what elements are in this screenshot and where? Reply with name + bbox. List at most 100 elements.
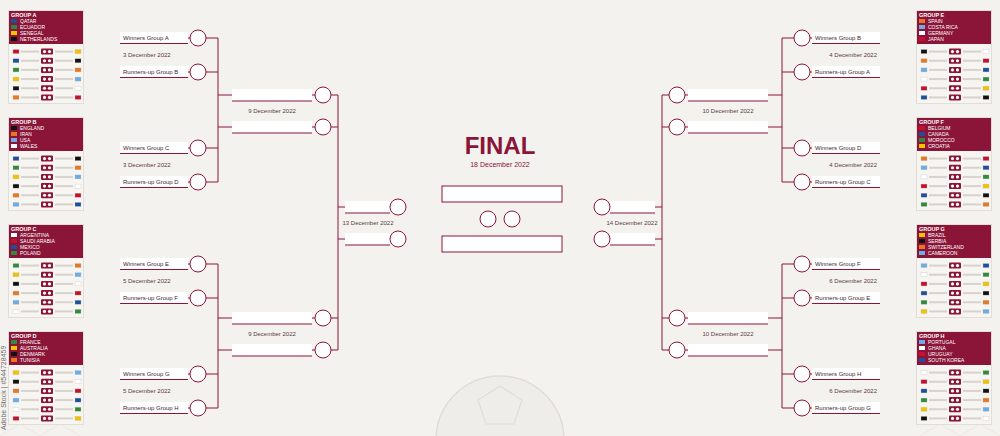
bracket-line: [232, 101, 312, 102]
team-row: BRAZIL: [919, 232, 989, 238]
slot-text: Runners-up Group E: [815, 295, 870, 301]
group-table: GROUP FBELGIUMCANADAMOROCCOCROATIA: [916, 117, 992, 211]
slot-text: Winners Group H: [815, 371, 861, 377]
fixture-bar: [929, 274, 947, 276]
score-dot: [956, 166, 959, 169]
fixture-flag: [983, 59, 989, 63]
score-circle: [190, 174, 206, 190]
team-row: JAPAN: [919, 36, 989, 42]
score-dot: [951, 371, 954, 374]
slot-box: [688, 89, 768, 101]
fixture-flag: [13, 380, 19, 384]
team-row: ECUADOR: [11, 24, 81, 30]
group-table: GROUP GBRAZILSERBIASWITZERLANDCAMEROON: [916, 224, 992, 318]
team-row: GERMANY: [919, 30, 989, 36]
bracket-line: [206, 264, 218, 265]
fixture-bar: [929, 283, 947, 285]
team-flag: [11, 144, 17, 148]
fixture-bar: [929, 399, 947, 401]
team-flag: [11, 37, 17, 41]
fixture-flag: [75, 291, 81, 295]
fixture-bar: [929, 381, 947, 383]
score-dot: [951, 291, 954, 294]
team-name: SERBIA: [928, 238, 946, 244]
score-dot: [951, 282, 954, 285]
fixture-score: [41, 183, 53, 189]
fixture-flag: [921, 157, 927, 161]
table-header: GROUP HPORTUGALGHANAURUGUAYSOUTH KOREA: [917, 332, 991, 365]
score-dot: [48, 68, 51, 71]
score-dot: [956, 157, 959, 160]
fixture-score: [949, 263, 961, 269]
score-dot: [48, 398, 51, 401]
fixture-bar: [55, 408, 73, 410]
team-name: QATAR: [20, 18, 36, 24]
fixture-flag: [13, 184, 19, 188]
fixture-bar: [963, 283, 981, 285]
fixture-bar: [55, 78, 73, 80]
score-dot: [48, 87, 51, 90]
slot-text: Runners-up Group A: [815, 69, 870, 75]
score-dot: [43, 389, 46, 392]
fixture-bar: [55, 51, 73, 53]
fixture-bar: [929, 265, 947, 267]
fixture-bar: [21, 78, 39, 80]
team-slot: Runners-up Group G: [812, 402, 880, 414]
bracket-line: [206, 374, 218, 375]
slot-box: [688, 344, 768, 356]
fixture-score: [41, 49, 53, 55]
fixture-bar: [963, 274, 981, 276]
bracket-line: [610, 213, 655, 214]
team-name: CROATIA: [928, 143, 950, 149]
bracket-line: [662, 95, 663, 350]
score-circle: [190, 64, 206, 80]
team-slot: Winners Group C: [120, 142, 188, 154]
bracket-line: [218, 264, 219, 408]
table-header: GROUP GBRAZILSERBIASWITZERLANDCAMEROON: [917, 225, 991, 258]
fixture-flag: [983, 309, 989, 313]
fixture-flag: [921, 300, 927, 304]
team-row: ENGLAND: [11, 125, 81, 131]
score-dot: [956, 194, 959, 197]
team-row: SERBIA: [919, 238, 989, 244]
team-name: TUNISIA: [20, 357, 40, 363]
fixture-score: [949, 415, 961, 421]
bracket-line: [662, 95, 669, 96]
score-circle: [794, 140, 810, 156]
fixture-bar: [963, 167, 981, 169]
fixture-bar: [929, 408, 947, 410]
team-slot: Runners-up Group F: [120, 292, 188, 304]
fixture-bar: [963, 78, 981, 80]
score-dot: [48, 371, 51, 374]
score-dot: [43, 68, 46, 71]
score-dot: [951, 50, 954, 53]
fixture-bar: [929, 185, 947, 187]
fixture-score: [949, 308, 961, 314]
team-name: BRAZIL: [928, 232, 946, 238]
score-dot: [956, 68, 959, 71]
team-name: SWITZERLAND: [928, 244, 964, 250]
team-slot: Runners-up Group D: [120, 176, 188, 188]
group-table: GROUP BENGLANDIRANUSAWALES: [8, 117, 84, 211]
slot-text: Runners-up Group C: [815, 179, 871, 185]
team-name: SENEGAL: [20, 30, 44, 36]
score-dot: [43, 273, 46, 276]
score-circle: [669, 342, 685, 358]
slot-box: [232, 344, 312, 356]
fixture-bar: [55, 310, 73, 312]
score-dot: [951, 398, 954, 401]
fixture-bar: [929, 310, 947, 312]
fixture-score: [41, 263, 53, 269]
score-dot: [48, 380, 51, 383]
slot-text: Runners-up Group B: [123, 69, 178, 75]
score-circle: [190, 140, 206, 156]
bracket-line: [232, 356, 312, 357]
score-dot: [43, 59, 46, 62]
fixture-score: [41, 192, 53, 198]
score-dot: [951, 96, 954, 99]
score-dot: [48, 291, 51, 294]
score-dot: [956, 175, 959, 178]
fixture-bar: [21, 390, 39, 392]
team-name: URUGUAY: [928, 351, 953, 357]
bracket-line: [662, 318, 669, 319]
